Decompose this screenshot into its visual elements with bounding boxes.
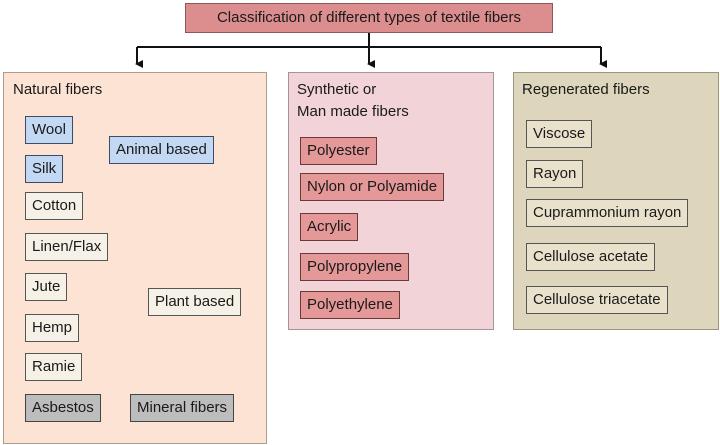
synthetic-fibers-title-line1: Synthetic or <box>297 81 377 98</box>
synthetic-fibers-panel <box>288 72 494 330</box>
fiber-cotton: Cotton <box>25 192 84 220</box>
synthetic-fibers-title-line2: Man made fibers <box>297 103 409 120</box>
regenerated-fibers-title: Regenerated fibers <box>522 81 650 98</box>
fiber-wool: Wool <box>25 116 73 144</box>
fiber-linen-flax: Linen/Flax <box>25 233 109 261</box>
fiber-ramie: Ramie <box>25 353 83 381</box>
fiber-nylon-polyamide: Nylon or Polyamide <box>300 173 445 201</box>
fiber-polyethylene: Polyethylene <box>300 291 400 319</box>
natural-fibers-title: Natural fibers <box>13 81 103 98</box>
fiber-cellulose-acetate: Cellulose acetate <box>526 243 656 271</box>
fiber-polypropylene: Polypropylene <box>300 253 410 281</box>
fiber-silk: Silk <box>25 155 64 183</box>
animal-based-label: Animal based <box>109 136 214 164</box>
mineral-fibers-label: Mineral fibers <box>130 394 235 422</box>
fiber-jute: Jute <box>25 273 68 301</box>
fiber-cellulose-triacetate: Cellulose triacetate <box>526 286 668 314</box>
fiber-hemp: Hemp <box>25 314 80 342</box>
fiber-viscose: Viscose <box>526 120 593 148</box>
fiber-polyester: Polyester <box>300 137 377 165</box>
fiber-asbestos: Asbestos <box>25 394 101 422</box>
diagram-title: Classification of different types of tex… <box>185 3 553 33</box>
fiber-rayon: Rayon <box>526 160 584 188</box>
fiber-acrylic: Acrylic <box>300 213 359 241</box>
fiber-cuprammonium-rayon: Cuprammonium rayon <box>526 199 689 227</box>
plant-based-label: Plant based <box>148 288 242 316</box>
